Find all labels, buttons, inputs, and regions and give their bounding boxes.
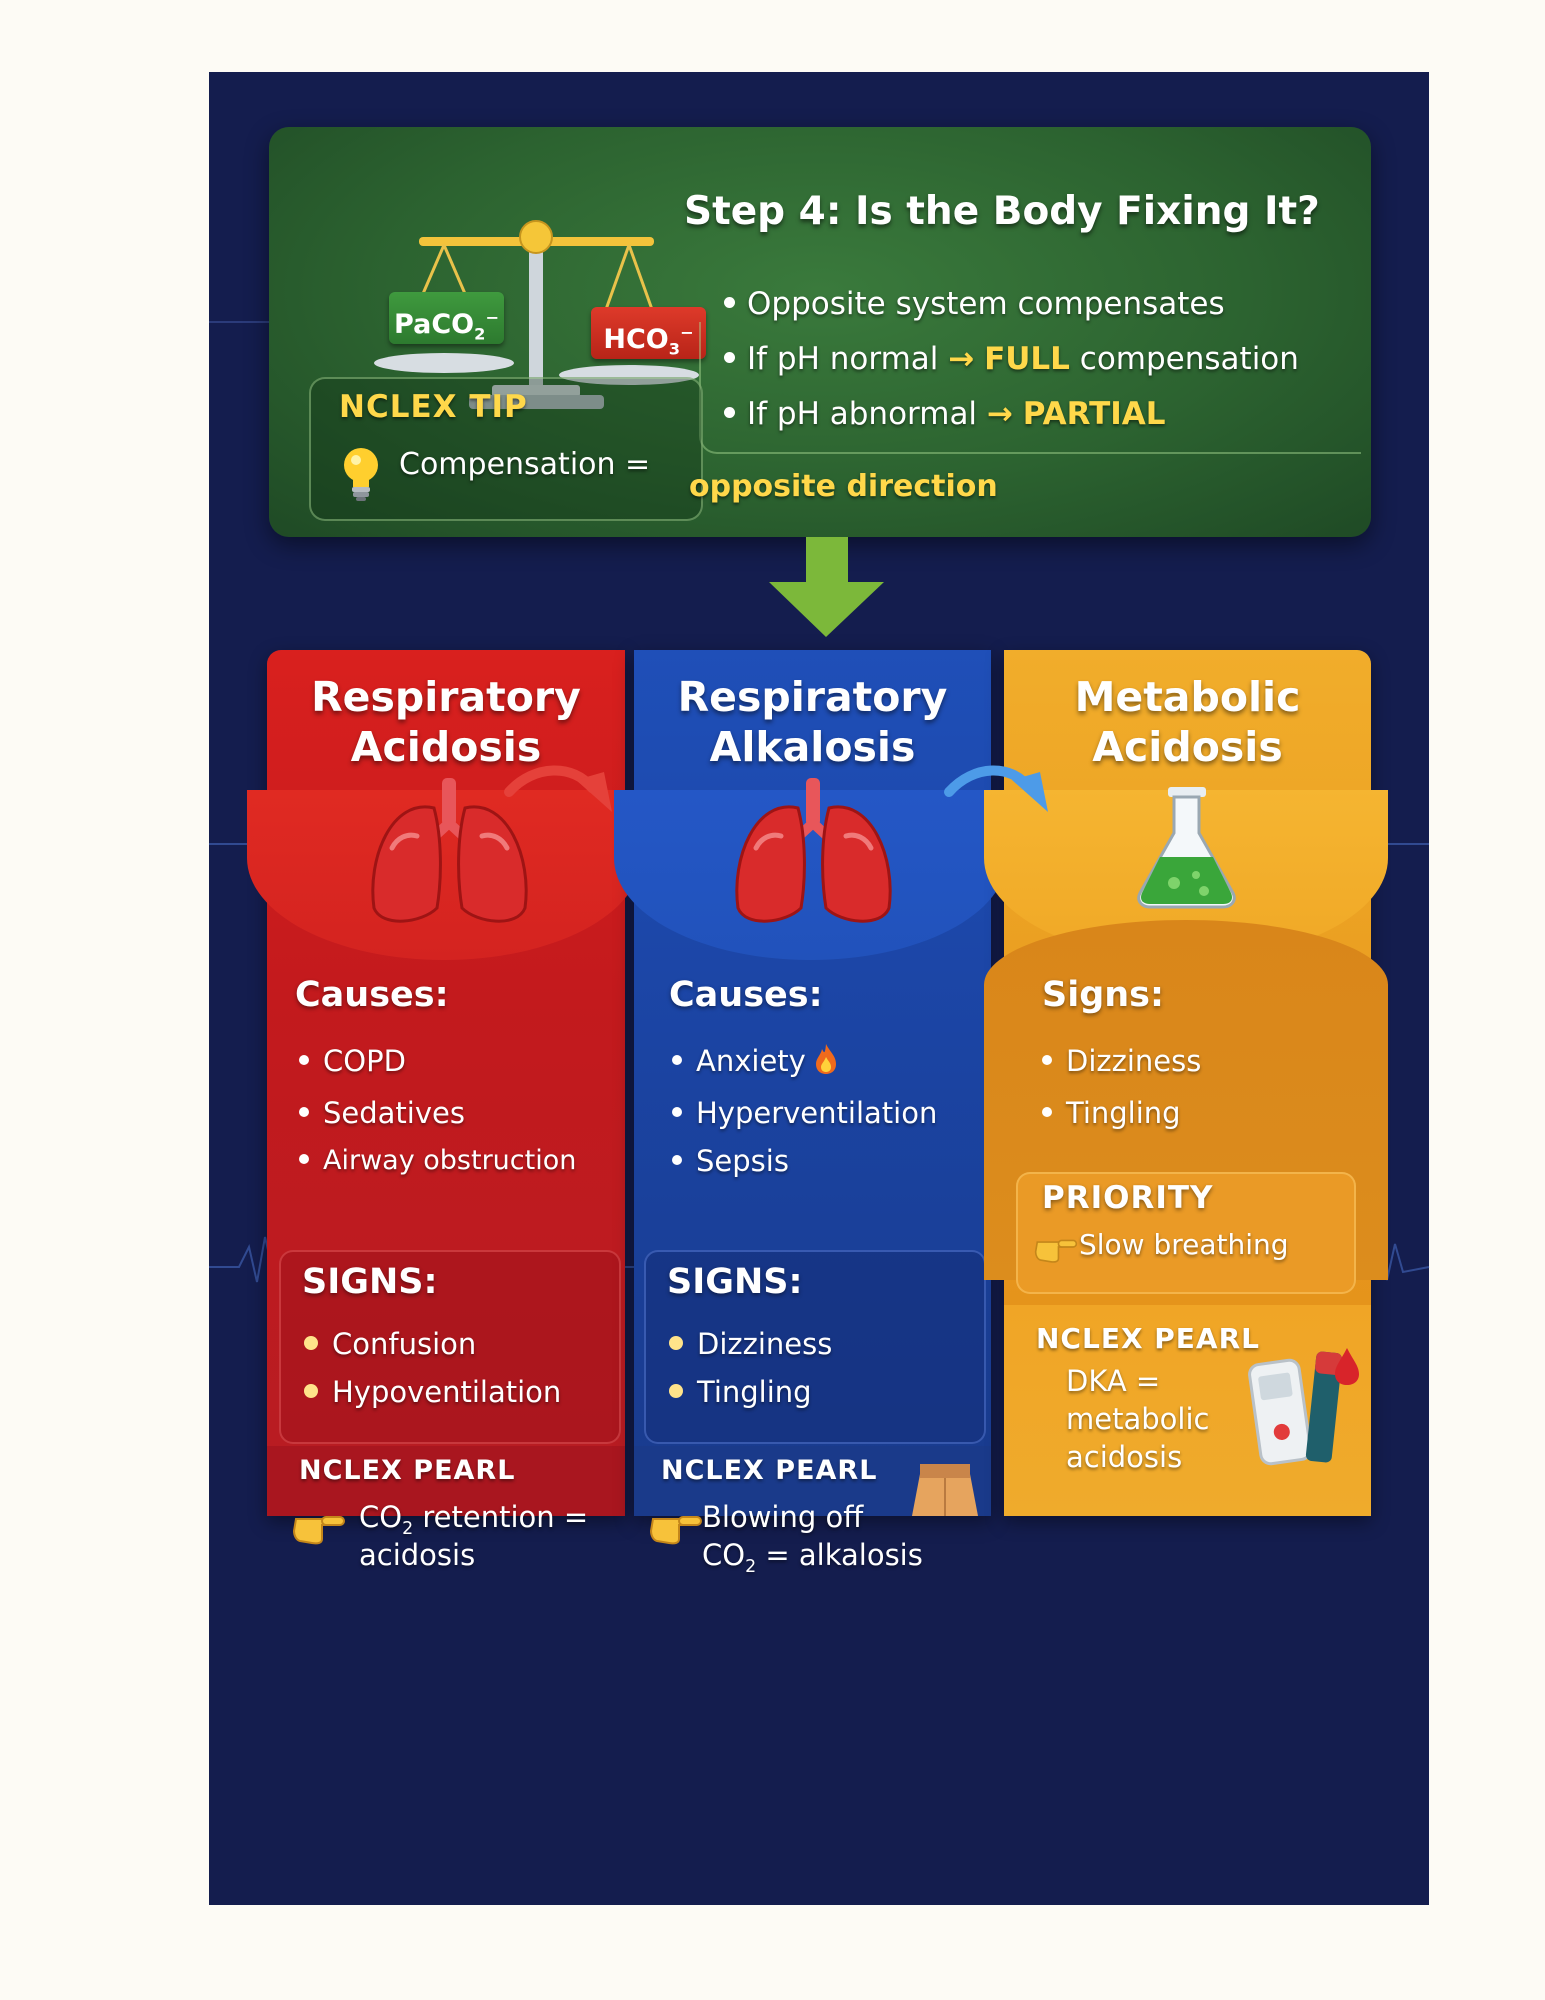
step-bullet: If pH abnormal → PARTIAL bbox=[724, 387, 1299, 442]
signs-list: Confusion Hypoventilation bbox=[304, 1320, 561, 1416]
lightbulb-icon bbox=[344, 448, 378, 501]
pearl-text-line: metabolic bbox=[1066, 1402, 1210, 1436]
priority-text: Slow breathing bbox=[1079, 1228, 1289, 1261]
pearl-text-line2: acidosis bbox=[359, 1538, 476, 1572]
lungs-icon bbox=[371, 778, 528, 923]
blood-drop-icon bbox=[1335, 1348, 1359, 1385]
pearl-box bbox=[1004, 1305, 1371, 1516]
step-bullet-list: Opposite system compensates If pH normal… bbox=[724, 277, 1299, 442]
causes-heading: Causes: bbox=[669, 975, 823, 1015]
hco3-label: HCO3− bbox=[591, 307, 706, 359]
signs-list: Dizziness Tingling bbox=[1042, 1035, 1201, 1139]
step-title: Step 4: Is the Body Fixing It? bbox=[684, 189, 1320, 234]
priority-box bbox=[1016, 1172, 1356, 1294]
step-bullet: If pH normal → FULL compensation bbox=[724, 332, 1299, 387]
column-title: Respiratory Alkalosis bbox=[677, 673, 948, 771]
column-respiratory-acidosis: Respiratory Acidosis Causes: COPD Sedati… bbox=[247, 650, 641, 1545]
pearl-heading: NCLEX PEARL bbox=[299, 1455, 516, 1486]
flask-icon bbox=[1137, 787, 1236, 909]
list-item: Airway obstruction bbox=[299, 1139, 576, 1183]
down-arrow-icon bbox=[769, 537, 884, 637]
pearl-text-line1: CO2 retention = bbox=[359, 1500, 589, 1539]
list-item: Hypoventilation bbox=[304, 1368, 561, 1416]
signs-heading: Signs: bbox=[1042, 975, 1165, 1015]
pearl-text-line: DKA = bbox=[1066, 1364, 1161, 1398]
list-item: Tingling bbox=[1042, 1087, 1201, 1139]
curved-arrow-red-icon bbox=[504, 765, 612, 812]
lungs-icon bbox=[735, 778, 892, 923]
signs-box bbox=[644, 1250, 986, 1444]
pearl-text-line1: Blowing off bbox=[702, 1500, 864, 1534]
causes-list: Anxiety Hyperventilation Sepsis bbox=[672, 1035, 937, 1183]
pearl-text-line2: CO2 = alkalosis bbox=[702, 1538, 923, 1577]
list-item: Sepsis bbox=[672, 1139, 937, 1183]
list-item: COPD bbox=[299, 1035, 576, 1087]
step-4-panel: PaCO2− HCO3− Step 4: Is the Body Fixing … bbox=[269, 127, 1371, 537]
nclex-tip-box bbox=[309, 377, 703, 521]
signs-heading: SIGNS: bbox=[667, 1262, 803, 1302]
nclex-tip-title: NCLEX TIP bbox=[339, 389, 528, 425]
nclex-tip-text-emphasis: opposite direction bbox=[689, 469, 998, 504]
list-item: Anxiety bbox=[672, 1035, 937, 1087]
pointing-hand-icon bbox=[1034, 1239, 1078, 1263]
flame-icon bbox=[815, 1044, 836, 1074]
nclex-tip-text: Compensation = bbox=[399, 447, 651, 482]
column-metabolic-acidosis: Metabolic Acidosis Signs: Dizziness Ting… bbox=[984, 650, 1388, 1516]
pointing-hand-icon bbox=[649, 1516, 702, 1545]
priority-heading: PRIORITY bbox=[1042, 1180, 1214, 1216]
causes-list: COPD Sedatives Airway obstruction bbox=[299, 1035, 576, 1183]
signs-box bbox=[279, 1250, 621, 1444]
list-item: Hyperventilation bbox=[672, 1087, 937, 1139]
column-respiratory-alkalosis: Respiratory Alkalosis Causes: Anxiety Hy… bbox=[614, 650, 1007, 1545]
list-item: Dizziness bbox=[1042, 1035, 1201, 1087]
causes-heading: Causes: bbox=[295, 975, 449, 1015]
pearl-heading: NCLEX PEARL bbox=[1036, 1322, 1261, 1355]
column-title: Metabolic Acidosis bbox=[1074, 673, 1301, 771]
pearl-text-line: acidosis bbox=[1066, 1440, 1183, 1474]
signs-list: Dizziness Tingling bbox=[669, 1320, 832, 1416]
list-item: Dizziness bbox=[669, 1320, 832, 1368]
pearl-heading: NCLEX PEARL bbox=[661, 1455, 878, 1486]
list-item: Confusion bbox=[304, 1320, 561, 1368]
glucose-meter-icon bbox=[1248, 1348, 1359, 1466]
paper-bag-icon bbox=[912, 1464, 978, 1516]
pointing-hand-icon bbox=[292, 1516, 345, 1545]
list-item: Tingling bbox=[669, 1368, 832, 1416]
list-item: Sedatives bbox=[299, 1087, 576, 1139]
step-bullet: Opposite system compensates bbox=[724, 277, 1299, 332]
column-title: Respiratory Acidosis bbox=[311, 673, 581, 771]
infographic-poster: PaCO2− HCO3− Step 4: Is the Body Fixing … bbox=[209, 72, 1430, 1905]
pearl-box bbox=[267, 1446, 625, 1516]
paco2-label: PaCO2− bbox=[389, 292, 504, 344]
curved-arrow-blue-icon bbox=[944, 765, 1048, 812]
signs-heading: SIGNS: bbox=[302, 1262, 438, 1302]
